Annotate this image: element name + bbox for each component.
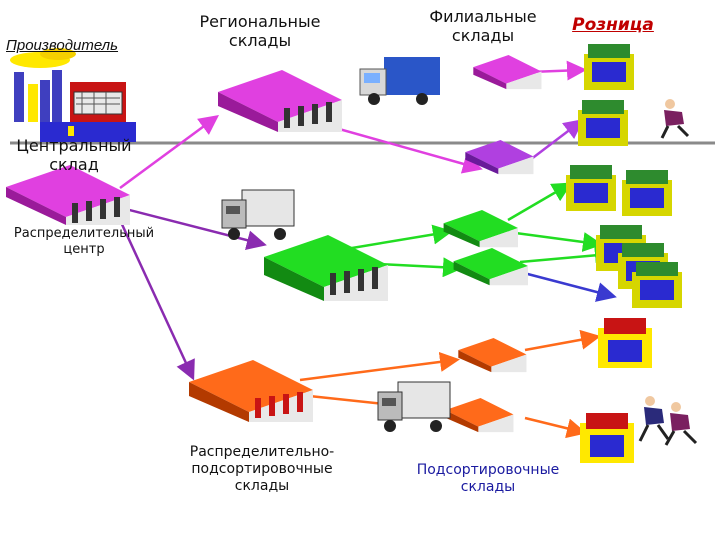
warehouse-icon bbox=[6, 165, 130, 225]
arrow-distsort-sort-1 bbox=[299, 352, 460, 382]
arrow-branch-shop-d bbox=[519, 270, 617, 302]
shop-icon bbox=[578, 100, 628, 146]
arrow-branch-shop-a bbox=[507, 182, 573, 222]
warehouse-icon bbox=[189, 360, 313, 422]
arrow-sort-shop-1 bbox=[524, 329, 601, 352]
shop-icon bbox=[580, 413, 634, 463]
branch-label: Филиальные склады bbox=[429, 7, 537, 46]
truck-icon bbox=[377, 381, 451, 432]
central-label: Центральный склад bbox=[16, 136, 132, 175]
factory-icon bbox=[10, 48, 136, 142]
warehouse-icon bbox=[458, 338, 527, 373]
arrow-branch-shop-c bbox=[519, 245, 615, 266]
arrow-central-regional bbox=[119, 115, 220, 190]
arrow-sort-shop-2 bbox=[524, 416, 587, 439]
arrow-distribution-branch-1 bbox=[339, 224, 453, 252]
warehouse-icon bbox=[453, 248, 528, 286]
regional-label: Региональные склады bbox=[199, 12, 321, 51]
arrows bbox=[109, 60, 617, 439]
arrow-central-distsort bbox=[118, 219, 195, 381]
arrow-branch-shop-b bbox=[507, 230, 603, 252]
shop-icon bbox=[566, 165, 616, 211]
shopper-icon bbox=[660, 99, 690, 139]
retail-label: Розница bbox=[572, 15, 654, 35]
arrow-branch-retail-2 bbox=[529, 118, 584, 161]
van-icon bbox=[359, 57, 440, 105]
shopper-icon bbox=[638, 396, 698, 446]
distribution-label: Распределительный центр bbox=[13, 226, 155, 257]
shop-icon bbox=[584, 44, 634, 90]
warehouse-icon bbox=[473, 55, 542, 90]
producer-label: Производитель bbox=[6, 37, 119, 54]
shop-icon bbox=[622, 170, 672, 216]
truck-icon bbox=[221, 189, 295, 240]
shop-icon bbox=[598, 318, 652, 368]
warehouse-icon bbox=[218, 70, 342, 132]
shop-icon bbox=[632, 262, 682, 308]
distsort-label: Распределительно- подсортировочные склад… bbox=[189, 444, 335, 494]
warehouse-icon bbox=[264, 235, 388, 301]
warehouse-icon bbox=[445, 398, 514, 433]
warehouse-icon bbox=[465, 140, 534, 175]
warehouse-icon bbox=[443, 210, 518, 248]
sort-label: Подсортировочные склады bbox=[416, 462, 560, 495]
